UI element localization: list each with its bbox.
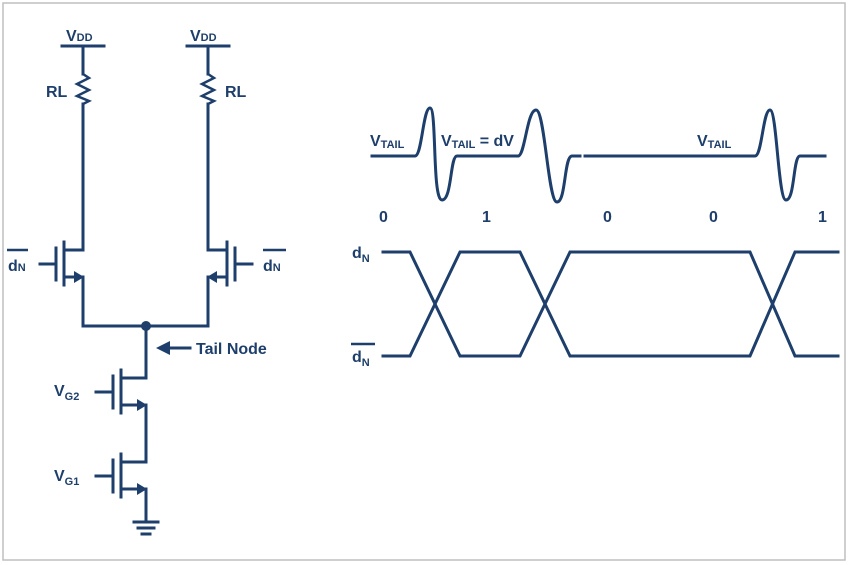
bit-label-4: 0 xyxy=(709,209,718,226)
vtail-label-3: VTAIL xyxy=(697,133,732,151)
input-label-left: dN xyxy=(8,258,26,275)
vg2-label: VG2 xyxy=(54,383,79,403)
transistor-vg1 xyxy=(94,452,148,524)
dn-bar-waveform xyxy=(381,250,840,358)
input-label-right: dN xyxy=(263,258,281,275)
ground-symbol xyxy=(132,520,160,536)
waveform-panel: VTAIL VTAIL = dV VTAIL 0 1 0 0 1 dN dN xyxy=(351,106,840,369)
vtail-label-1: VTAIL xyxy=(370,133,405,151)
resistor-left xyxy=(73,72,93,106)
dn-bar-label: dN xyxy=(352,349,370,369)
vtail-waveform xyxy=(370,106,827,204)
circuit-schematic: VDD RL VDD RL dN xyxy=(7,28,286,536)
bit-label-5: 1 xyxy=(818,209,827,226)
tail-node-label: Tail Node xyxy=(196,341,267,358)
vdd-label-left: VDD xyxy=(66,28,93,45)
transistor-right xyxy=(206,240,254,328)
rl-label-right: RL xyxy=(225,84,247,101)
bit-label-2: 1 xyxy=(482,209,491,226)
rl-label-left: RL xyxy=(46,84,68,101)
resistor-right xyxy=(198,72,218,106)
bit-label-3: 0 xyxy=(603,209,612,226)
vg1-label: VG1 xyxy=(54,468,79,488)
dn-label: dN xyxy=(352,245,370,265)
vdd-label-right: VDD xyxy=(190,28,217,45)
transistor-vg2 xyxy=(94,368,148,464)
vtail-label-2: VTAIL = dV xyxy=(441,133,514,151)
tail-arrow-head xyxy=(156,341,170,355)
bit-label-1: 0 xyxy=(379,209,388,226)
transistor-left xyxy=(38,240,85,328)
